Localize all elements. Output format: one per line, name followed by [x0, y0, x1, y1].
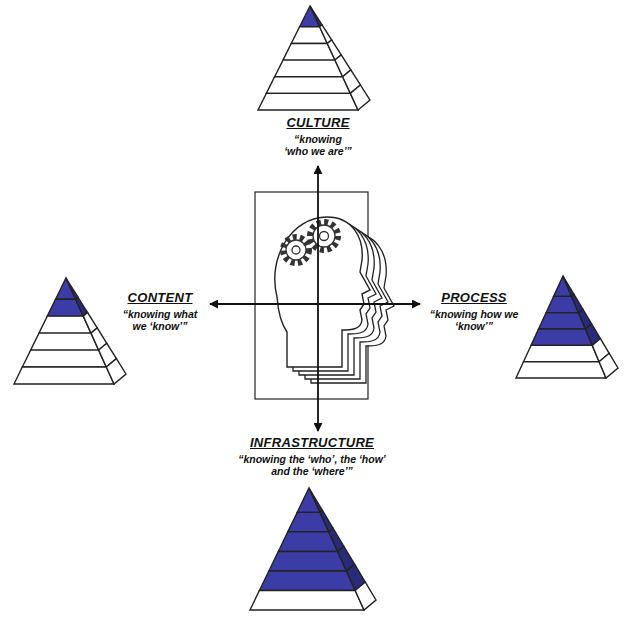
- pyramid: [14, 278, 126, 384]
- pyramid-side: [310, 6, 322, 27]
- dimension-heading: PROCESS: [426, 291, 522, 306]
- dimension-description: “knowing ‘who we are’”: [281, 133, 355, 157]
- head-profiles: [275, 217, 394, 383]
- pyramid-layer: [275, 60, 343, 77]
- dimension-heading: INFRASTRUCTURE: [212, 436, 412, 451]
- pyramids: [14, 6, 618, 610]
- pyramid-layer: [278, 532, 337, 552]
- pyramid-layer: [531, 329, 592, 345]
- dimension-description: “knowing the ‘who’, the ‘how’ and the ‘w…: [234, 453, 390, 477]
- dimension-description: “knowing what we ‘know’”: [119, 308, 201, 332]
- pyramid-layer: [524, 345, 600, 361]
- pyramid: [250, 488, 376, 610]
- pyramid-side: [350, 85, 370, 110]
- dimension-heading: CULTURE: [248, 116, 388, 131]
- pyramid-layer: [39, 316, 91, 333]
- pyramid-layer: [269, 551, 347, 571]
- horizontal-axis-arrow: [210, 303, 420, 305]
- pyramid-layer: [259, 571, 355, 591]
- vertical-axis-arrow: [317, 166, 319, 431]
- pyramid-layer: [283, 43, 335, 60]
- pyramid-side: [106, 359, 126, 384]
- gears: [283, 222, 338, 263]
- dimension-description: “knowing how we ‘know’”: [429, 308, 519, 332]
- pyramid-side: [66, 278, 78, 299]
- pyramid-layer: [31, 333, 99, 350]
- pyramid-side: [599, 353, 618, 378]
- dimension-heading: CONTENT: [112, 291, 208, 306]
- pyramid-layer: [516, 362, 606, 378]
- pyramid: [258, 6, 370, 110]
- pyramid-side: [355, 582, 376, 610]
- pyramid-layer: [266, 77, 350, 94]
- pyramid-side: [320, 510, 333, 532]
- pyramid-layer: [22, 350, 106, 367]
- pyramid-layer: [14, 367, 114, 384]
- pyramid-layer: [250, 590, 364, 610]
- pyramid: [516, 276, 618, 378]
- pyramid-side: [309, 488, 322, 512]
- pyramid-layer: [539, 313, 586, 329]
- pyramid-side: [563, 276, 574, 296]
- pyramid-layer: [258, 93, 358, 110]
